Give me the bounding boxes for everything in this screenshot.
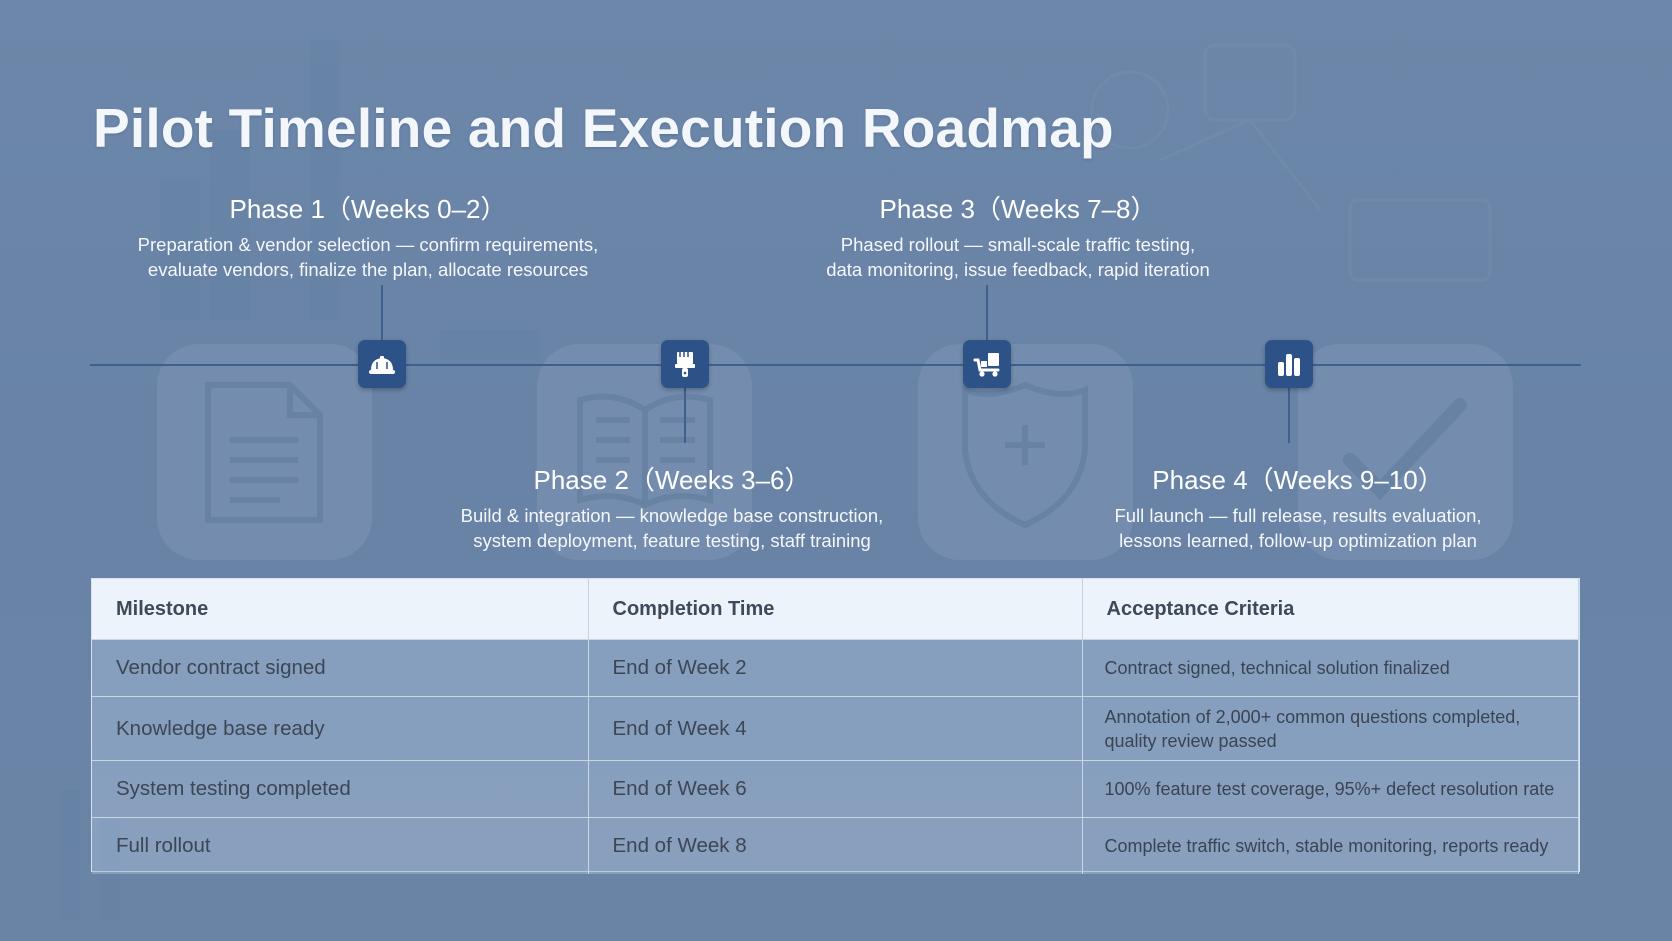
phase-4-title: Phase 4（Weeks 9–10） [1152, 465, 1444, 495]
phase-3-connector [986, 285, 988, 343]
criteria-line-1: 100% feature test coverage, 95%+ defect … [1104, 779, 1555, 799]
phase-3-description-line-1: Phased rollout — small-scale traffic tes… [840, 234, 1196, 255]
acceptance-criteria-cell: 100% feature test coverage, 95%+ defect … [1082, 760, 1579, 818]
acceptance-criteria-cell: Contract signed, technical solution fina… [1082, 639, 1579, 697]
phase-2-description-line-1: Build & integration — knowledge base con… [460, 505, 884, 526]
completion-time-cell: End of Week 8 [588, 817, 1083, 874]
phase-2-title: Phase 2（Weeks 3–6） [533, 465, 811, 495]
phase-1-connector [381, 285, 383, 343]
milestones-table: Milestone Completion Time Acceptance Cri… [91, 578, 1580, 874]
table-row: Vendor contract signed End of Week 2 Con… [92, 639, 1579, 697]
phase-3-block: Phase 3（Weeks 7–8） Phased rollout — smal… [768, 192, 1268, 282]
completion-time-cell: End of Week 4 [588, 696, 1083, 761]
completion-time-cell: End of Week 6 [588, 760, 1083, 818]
milestone-cell: Vendor contract signed [92, 639, 589, 697]
phase-1-title: Phase 1（Weeks 0–2） [229, 194, 507, 224]
criteria-line-1: Contract signed, technical solution fina… [1104, 658, 1450, 678]
milestone-cell: Full rollout [92, 817, 589, 874]
phase-2-connector [684, 388, 686, 443]
column-header-milestone: Milestone [92, 579, 589, 640]
phase-4-description-line-1: Full launch — full release, results eval… [1114, 505, 1482, 526]
bar-chart-icon [1278, 354, 1300, 376]
phase-4-marker [1265, 340, 1313, 388]
phase-2-description-line-2: system deployment, feature testing, staf… [473, 530, 871, 551]
phase-2-marker [661, 340, 709, 388]
column-header-acceptance-criteria: Acceptance Criteria [1082, 579, 1579, 640]
milestone-cell: Knowledge base ready [92, 696, 589, 761]
phase-2-block: Phase 2（Weeks 3–6） Build & integration —… [412, 463, 932, 553]
table-row: System testing completed End of Week 6 1… [92, 760, 1579, 818]
phase-4-description-line-2: lessons learned, follow-up optimization … [1119, 530, 1477, 551]
timeline-line [90, 364, 1581, 366]
phase-1-description-line-1: Preparation & vendor selection — confirm… [137, 234, 599, 255]
phase-3-marker [963, 340, 1011, 388]
criteria-line-2: quality review passed [1104, 730, 1277, 751]
phase-4-connector [1288, 388, 1290, 443]
phase-4-block: Phase 4（Weeks 9–10） Full launch — full r… [1048, 463, 1548, 553]
phase-1-description-line-2: evaluate vendors, finalize the plan, all… [147, 259, 589, 280]
criteria-line-1: Annotation of 2,000+ common questions co… [1104, 706, 1521, 727]
phase-3-title: Phase 3（Weeks 7–8） [879, 194, 1157, 224]
phase-3-description-line-2: data monitoring, issue feedback, rapid i… [826, 259, 1210, 280]
phase-1-marker [358, 340, 406, 388]
table-header-row: Milestone Completion Time Acceptance Cri… [92, 579, 1579, 640]
page-title: Pilot Timeline and Execution Roadmap [93, 97, 1114, 159]
acceptance-criteria-cell: Complete traffic switch, stable monitori… [1082, 817, 1579, 874]
criteria-line-1: Complete traffic switch, stable monitori… [1104, 836, 1549, 856]
milestone-cell: System testing completed [92, 760, 589, 818]
truck-icon [973, 353, 1000, 377]
phase-1-block: Phase 1（Weeks 0–2） Preparation & vendor … [118, 192, 618, 282]
hard-hat-icon [369, 356, 395, 374]
table-row: Knowledge base ready End of Week 4 Annot… [92, 696, 1579, 761]
acceptance-criteria-cell: Annotation of 2,000+ common questions co… [1082, 696, 1579, 761]
column-header-completion-time: Completion Time [588, 579, 1083, 640]
paintbrush-icon [675, 352, 695, 377]
completion-time-cell: End of Week 2 [588, 639, 1083, 697]
table-row: Full rollout End of Week 8 Complete traf… [92, 817, 1579, 874]
